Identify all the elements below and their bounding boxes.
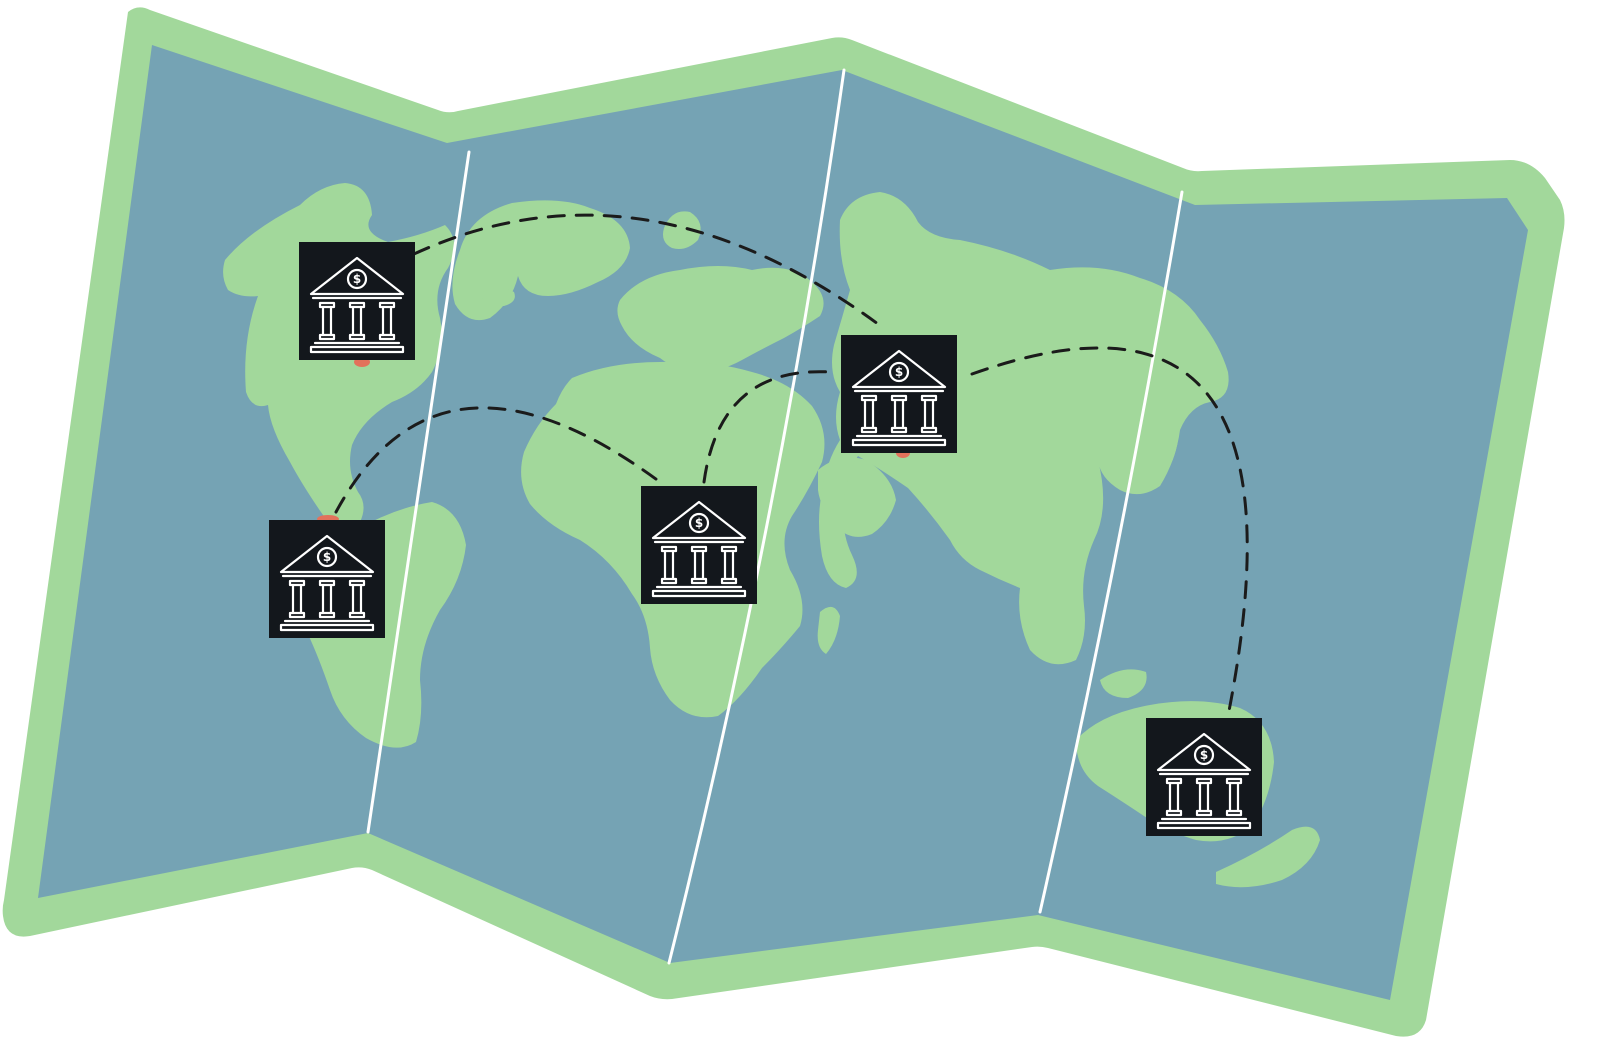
bank-building-dollar-icon: $: [651, 500, 747, 598]
route-north-america-to-asia: [412, 213, 880, 326]
marker-tile: [299, 242, 415, 360]
svg-text:$: $: [695, 516, 703, 530]
marker-tile: [1146, 718, 1262, 836]
route-africa-to-asia: [702, 370, 832, 484]
svg-text:$: $: [895, 365, 903, 379]
map-fold-lines: [366, 68, 1184, 965]
bank-marker-central-america[interactable]: $: [269, 520, 385, 638]
bank-building-dollar-icon: $: [851, 349, 947, 447]
bank-markers: $ $ $ $ $: [269, 242, 1262, 836]
bank-marker-australia[interactable]: $: [1146, 718, 1262, 836]
bank-marker-asia[interactable]: $: [841, 335, 957, 453]
bank-marker-africa[interactable]: $: [641, 486, 757, 604]
money-transfer-routes: [334, 213, 1249, 718]
marker-tile: [269, 520, 385, 638]
bank-marker-north-america[interactable]: $: [299, 242, 415, 360]
marker-tile: [841, 335, 957, 453]
landmass-uk: [666, 274, 703, 315]
landmass-madagascar: [817, 606, 840, 654]
fold-line: [667, 68, 846, 965]
bank-building-dollar-icon: $: [309, 256, 405, 354]
svg-text:$: $: [323, 550, 331, 564]
fold-line: [1038, 190, 1184, 914]
route-asia-to-australia: [970, 346, 1249, 718]
bank-building-dollar-icon: $: [1156, 732, 1252, 830]
fold-line: [366, 150, 471, 834]
route-central-america-to-africa: [334, 406, 662, 514]
landmass-arctic-island: [663, 211, 701, 249]
bank-building-dollar-icon: $: [279, 534, 375, 632]
marker-tile: [641, 486, 757, 604]
landmass-arctic-island: [482, 288, 515, 306]
landmass-indonesia: [1100, 669, 1147, 698]
landmass-new-zealand: [1216, 826, 1320, 888]
svg-text:$: $: [1200, 748, 1208, 762]
landmass-japan: [1136, 400, 1179, 486]
landmass-asia: [819, 192, 1229, 665]
svg-text:$: $: [353, 272, 361, 286]
